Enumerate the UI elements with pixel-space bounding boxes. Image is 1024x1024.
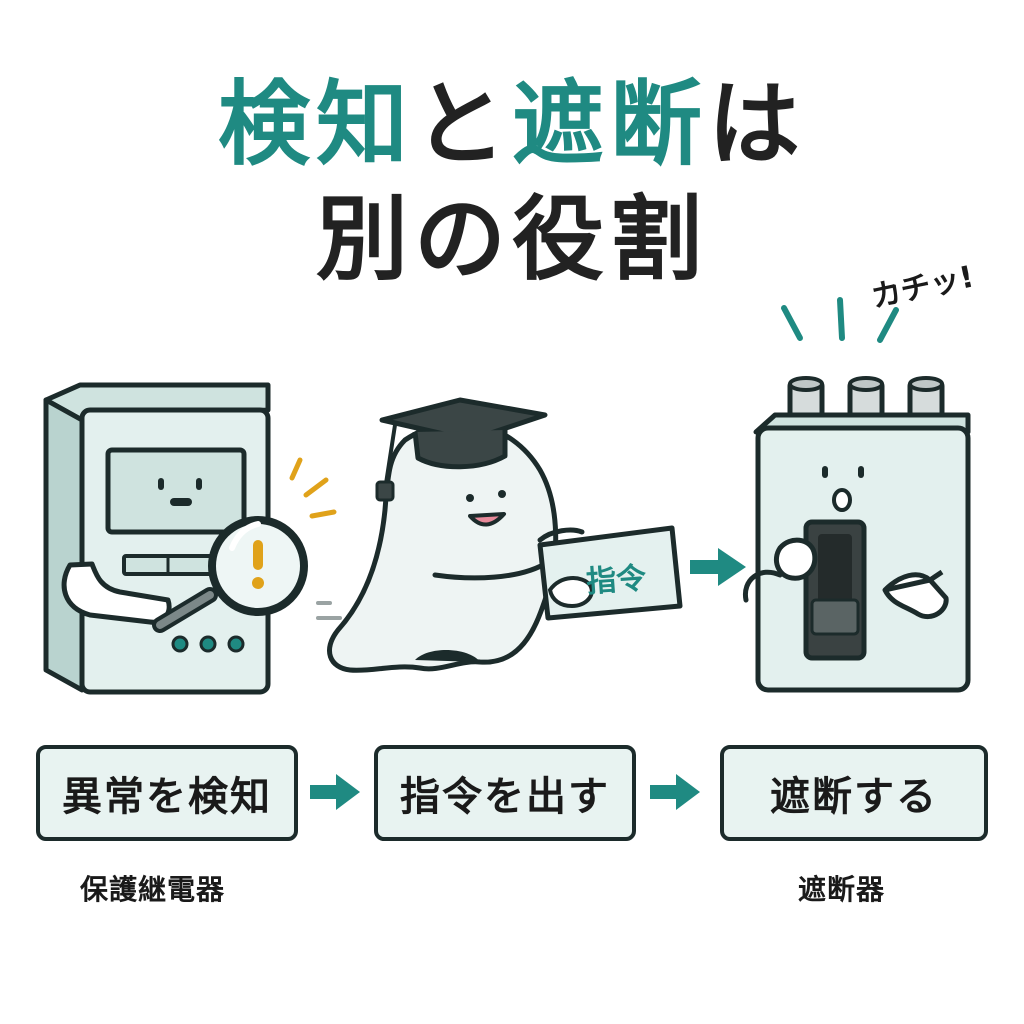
step-interrupt: 遮断する xyxy=(720,745,988,841)
title-line-2: 別の役割 xyxy=(315,186,708,293)
title-line-1: 検知と遮断は xyxy=(0,70,1024,180)
title-particle: は xyxy=(708,71,807,178)
alert-spark-icon xyxy=(289,457,337,519)
step-detect-anomaly: 異常を検知 xyxy=(36,745,298,841)
step-arrow-icon xyxy=(310,774,360,810)
magnifying-glass-icon xyxy=(152,516,308,633)
protective-relay-illustration xyxy=(43,382,271,695)
caption-circuit-breaker: 遮断器 xyxy=(798,873,886,906)
circuit-breaker-illustration xyxy=(742,376,971,693)
title-connector: と xyxy=(413,71,512,178)
ghost-messenger-illustration xyxy=(316,397,585,673)
flow-arrow-icon xyxy=(690,548,746,586)
caption-protective-relay: 保護継電器 xyxy=(80,873,226,906)
step-arrow-icon xyxy=(650,774,700,810)
title-keyword-interruption: 遮断 xyxy=(512,71,709,178)
click-action-lines-icon xyxy=(781,297,899,343)
order-card-label: 指令 xyxy=(585,560,648,601)
step-issue-command: 指令を出す xyxy=(374,745,636,841)
title-keyword-detection: 検知 xyxy=(217,71,414,178)
